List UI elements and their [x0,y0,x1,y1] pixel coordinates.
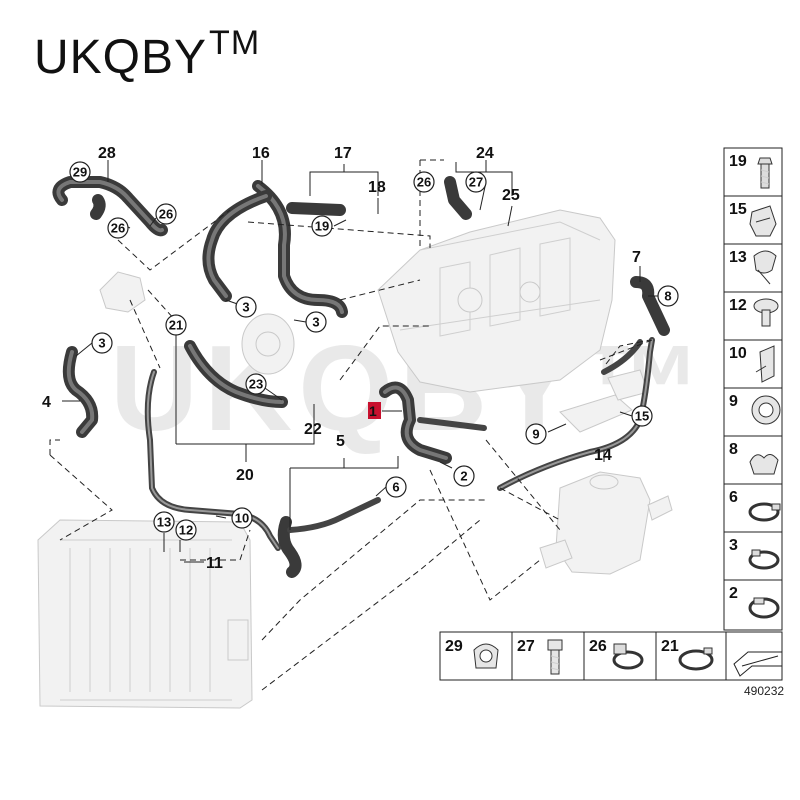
callout-23: 23 [249,377,263,392]
clip-8-icon [749,454,779,475]
engine-block [377,209,616,393]
legend-label-26: 26 [589,638,607,655]
brand-logo: UKQBYTM [34,24,260,85]
bracket-9 [559,369,649,433]
brand-name: UKQBY [34,31,208,84]
callout-8: 8 [664,289,671,304]
connector-9-icon [751,395,781,425]
callout-26a: 26 [111,221,125,236]
legend-label-13: 13 [729,249,747,266]
rivet-icon [753,298,779,327]
legend-label-10: 10 [729,345,747,362]
expansion-tank [539,471,673,575]
part-1-highlight [368,402,381,419]
callout-2: 2 [460,469,467,484]
legend-label-27: 27 [517,638,535,655]
part-labels: 28 16 17 18 24 25 7 4 22 5 20 14 11 1 [42,145,641,572]
legend-label-29: 29 [445,638,463,655]
label-22: 22 [304,421,322,438]
callout-9: 9 [532,427,539,442]
label-17: 17 [334,145,352,162]
legend-label-2: 2 [729,585,738,602]
catalog-number: 490232 [744,684,785,698]
callout-3a: 3 [242,300,249,315]
legend-bottom: 29 27 26 21 [439,631,783,681]
callout-15: 15 [635,409,649,424]
label-4: 4 [42,394,51,411]
label-25: 25 [502,187,520,204]
circled-callouts: 29 26 26 19 26 27 3 3 3 21 23 8 9 15 6 2… [69,161,679,541]
clip-15-icon [749,205,777,237]
clamp-26-icon [612,643,644,670]
clamp-21-icon [678,647,714,671]
callout-12: 12 [179,523,193,538]
callout-3b: 3 [312,315,319,330]
callout-29: 29 [73,165,87,180]
hose-clamp-6-icon [748,502,781,522]
legend-label-3: 3 [729,537,738,554]
legend-label-21: 21 [661,638,679,655]
legend-label-8: 8 [729,441,738,458]
water-pump [241,313,295,375]
leader-lines [62,160,658,563]
callout-26c: 26 [417,175,431,190]
bolt-icon [757,157,773,189]
clip-10-icon [755,345,775,383]
clip-13-icon [753,250,777,285]
legend-right: 19 15 13 12 10 9 8 6 3 2 [723,147,783,631]
legend-label-6: 6 [729,489,738,506]
label-20: 20 [236,467,254,484]
trademark-mark: TM [209,24,261,62]
callout-13: 13 [157,515,171,530]
callout-21: 21 [169,318,183,333]
callout-6: 6 [392,480,399,495]
label-18: 18 [368,179,386,196]
legend-label-9: 9 [729,393,738,410]
label-28: 28 [98,145,116,162]
reference-lines [49,159,653,691]
screw-27-icon [547,639,563,675]
callout-27: 27 [469,175,483,190]
hose-clamp-3-icon [748,549,780,570]
radiator [37,519,253,709]
direction-arrow-icon [733,651,783,677]
thermostat-housing [99,271,146,313]
label-16: 16 [252,145,270,162]
label-14: 14 [594,447,612,464]
callout-10: 10 [235,511,249,526]
label-5: 5 [336,433,345,450]
label-1: 1 [369,403,377,419]
callout-19: 19 [315,219,329,234]
label-11: 11 [206,555,223,572]
legend-label-12: 12 [729,297,747,314]
callout-26b: 26 [159,207,173,222]
clip-29-icon [473,643,499,669]
legend-label-15: 15 [729,201,747,218]
hose-clamp-2-icon [748,597,780,619]
label-24: 24 [476,145,494,162]
legend-label-19: 19 [729,153,747,170]
label-7: 7 [632,249,641,266]
callout-3c: 3 [98,336,105,351]
